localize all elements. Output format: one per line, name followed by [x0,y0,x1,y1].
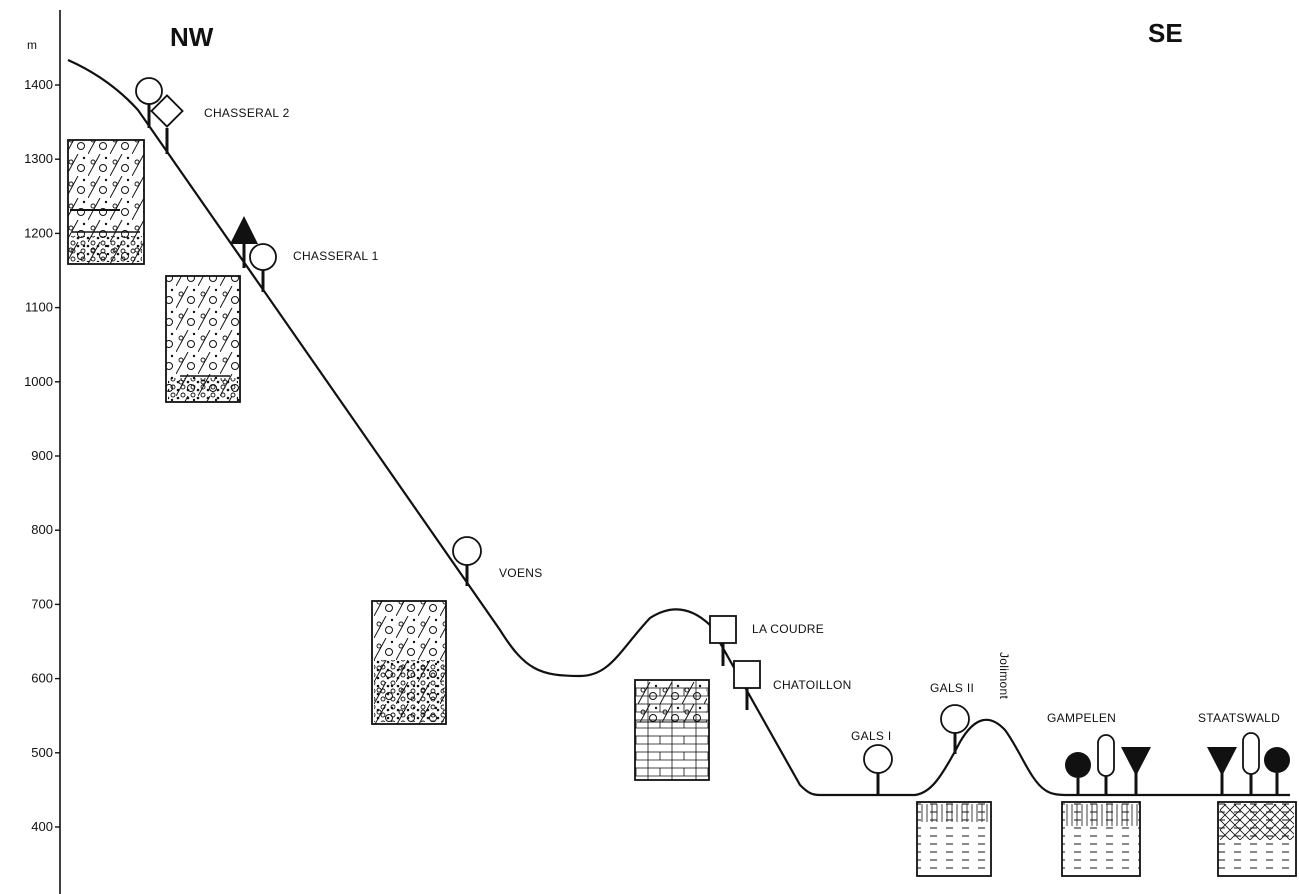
soil-profile-chasseral2 [67,139,145,265]
axis-tick-label: 1400 [24,77,53,92]
staatswald-markers [1207,732,1290,795]
direction-se: SE [1148,18,1183,48]
axis-tick-label: 600 [31,671,53,686]
chatoillon-marker [733,660,761,710]
gals2-marker [940,704,970,754]
inverted-triangle-icon [1207,747,1237,776]
square-symbol-icon [733,660,761,689]
soil-profile-la-coudre [634,679,710,781]
diamond-symbol-icon [150,94,184,128]
axis-tick-label: 800 [31,522,53,537]
chasseral1-markers [230,216,277,292]
chasseral2-markers [135,77,184,154]
tall-oval-icon [1097,734,1115,777]
axis-tick-label: 1200 [24,225,53,240]
soil-profile-gals [916,801,992,877]
soil-profile-voens [371,600,447,725]
elevation-axis: m 1400 1300 1200 1100 1000 900 800 700 600 500 400 [24,10,61,894]
circle-symbol-icon [249,243,277,271]
gampelen-markers [1065,734,1151,795]
circle-symbol-icon [940,704,970,734]
soil-profile-chasseral1 [165,275,241,403]
circle-symbol-icon [135,77,163,105]
tall-oval-icon [1242,732,1260,775]
inverted-triangle-icon [1121,747,1151,776]
circle-symbol-icon [863,744,893,774]
axis-tick-label: 700 [31,596,53,611]
soil-profile-gampelen [1061,801,1141,877]
site-label-staatswald: STAATSWALD [1198,711,1280,725]
site-label-voens: VOENS [499,566,543,580]
axis-tick-label: 900 [31,448,53,463]
la-coudre-marker [709,615,737,666]
filled-circle-icon [1264,747,1290,773]
site-label-gals2: GALS II [930,681,974,695]
circle-symbol-icon [452,536,482,566]
direction-nw: NW [170,22,214,52]
site-label-gampelen: GAMPELEN [1047,711,1116,725]
axis-tick-label: 500 [31,745,53,760]
site-label-chatoillon: CHATOILLON [773,678,852,692]
gals1-marker [863,744,893,795]
axis-tick-label: 1300 [24,151,53,166]
square-symbol-icon [709,615,737,644]
axis-unit: m [27,38,37,52]
filled-circle-icon [1065,752,1091,778]
site-label-la-coudre: LA COUDRE [752,622,824,636]
site-label-gals1: GALS I [851,729,891,743]
site-label-chasseral1: CHASSERAL 1 [293,249,379,263]
axis-tick-label: 1100 [25,300,53,315]
voens-marker [452,536,482,586]
axis-tick-label: 1000 [24,374,53,389]
axis-tick-label: 400 [31,819,53,834]
terrain-profile-line [67,58,1290,797]
soil-profile-staatswald [1217,801,1297,877]
site-label-jolimont: Jolimont [997,652,1011,699]
site-label-chasseral2: CHASSERAL 2 [204,106,290,120]
filled-triangle-icon [230,216,258,244]
